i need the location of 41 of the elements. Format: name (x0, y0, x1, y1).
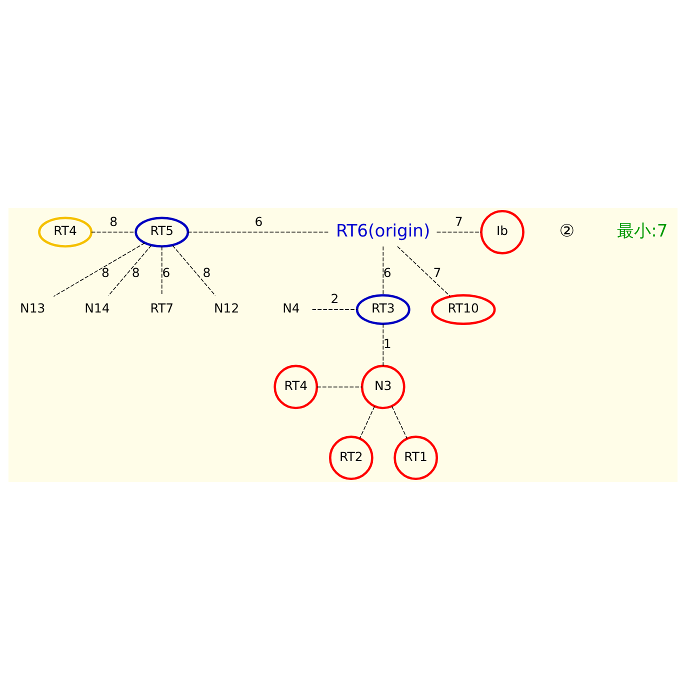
label: ② (559, 222, 575, 242)
node-circle: Ib (480, 210, 524, 254)
edge-label: 6 (254, 214, 263, 229)
node-text: N14 (84, 300, 110, 316)
connector (316, 386, 362, 388)
node-text: RT6(origin) (336, 222, 430, 242)
label: 最小:7 (617, 222, 668, 242)
edge-label: 2 (330, 291, 339, 306)
edge-label: 8 (101, 265, 110, 280)
edge-label: 7 (454, 214, 463, 229)
node-text: N4 (282, 300, 300, 316)
node-circle: RT2 (328, 436, 374, 480)
node-text: RT7 (150, 300, 174, 316)
connector (382, 246, 384, 296)
connector (91, 232, 136, 233)
edge-label: 8 (110, 214, 118, 229)
edge-label: 1 (383, 336, 392, 351)
connector (312, 309, 358, 310)
connector (392, 406, 408, 440)
connector (188, 232, 330, 233)
node-text: N13 (20, 300, 46, 316)
node-ellipse: RT3 (356, 294, 410, 325)
node-ellipse: RT4 (38, 216, 93, 248)
connector (108, 245, 152, 296)
connector (397, 246, 451, 297)
connector (359, 406, 375, 439)
connector (382, 324, 384, 366)
node-ellipse: RT5 (134, 216, 190, 248)
edge-label: 7 (433, 265, 442, 280)
connector (53, 242, 146, 297)
edge-label: 8 (202, 265, 211, 280)
connector (436, 232, 482, 233)
node-ellipse: RT10 (430, 294, 496, 325)
node-text: N12 (214, 300, 240, 316)
edge-label: 6 (383, 265, 392, 280)
node-circle: RT1 (394, 436, 438, 480)
edge-label: 6 (162, 265, 170, 280)
node-circle: RT4 (274, 364, 318, 410)
connector (172, 245, 216, 296)
edge-label: 8 (132, 265, 140, 280)
node-circle: N3 (360, 364, 406, 410)
